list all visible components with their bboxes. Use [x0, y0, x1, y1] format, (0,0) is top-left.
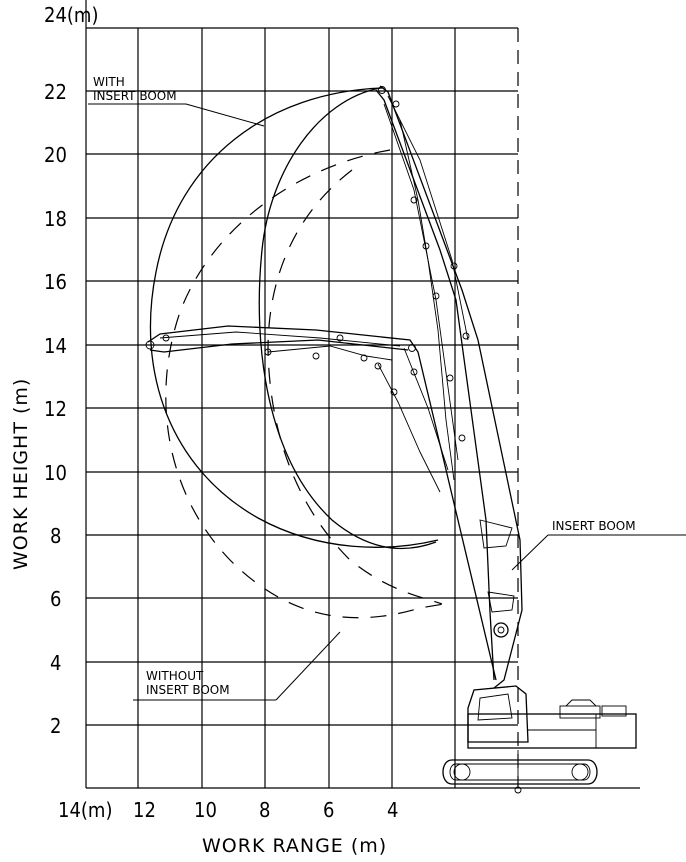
excavator-machine — [442, 685, 637, 794]
x-tick-4: 4 — [387, 798, 398, 822]
without-insert-label-2: INSERT BOOM — [146, 683, 230, 697]
annotation-without-insert-boom: WITHOUT INSERT BOOM — [133, 631, 341, 701]
y-tick-10: 10 — [44, 461, 67, 485]
x-tick-labels: 14(m) 12 10 8 6 4 — [58, 798, 398, 822]
x-tick-8: 8 — [259, 798, 270, 822]
x-tick-10: 10 — [194, 798, 217, 822]
annotation-with-insert-boom: WITH INSERT BOOM — [88, 75, 265, 127]
insert-boom-label: INSERT BOOM — [552, 519, 636, 533]
y-tick-4: 4 — [50, 651, 61, 675]
y-tick-12: 12 — [44, 397, 67, 421]
annotation-insert-boom: INSERT BOOM — [511, 519, 686, 571]
y-tick-14: 14 — [44, 334, 67, 358]
horizontal-boom-drawing — [132, 325, 497, 681]
x-tick-6: 6 — [323, 798, 334, 822]
x-tick-12: 12 — [133, 798, 156, 822]
y-tick-2: 2 — [50, 714, 61, 738]
with-insert-boom-outer-envelope — [149, 87, 439, 548]
without-insert-boom-inner-envelope — [267, 169, 443, 605]
y-tick-20: 20 — [44, 143, 67, 167]
without-insert-boom-outer-envelope — [165, 149, 445, 619]
x-tick-14: 14(m) — [58, 798, 112, 822]
without-insert-label-1: WITHOUT — [146, 669, 204, 683]
y-tick-8: 8 — [50, 524, 61, 548]
with-insert-label-2: INSERT BOOM — [93, 89, 177, 103]
with-insert-boom-inner-envelope — [258, 87, 437, 550]
y-tick-18: 18 — [44, 207, 67, 231]
y-axis-title: WORK HEIGHT (m) — [10, 378, 32, 570]
y-tick-6: 6 — [50, 587, 61, 611]
y-tick-16: 16 — [44, 270, 67, 294]
y-tick-labels: 24(m) 22 20 18 16 14 12 10 8 6 4 2 — [44, 3, 98, 738]
grid — [85, 0, 640, 789]
y-tick-24: 24(m) — [44, 3, 98, 27]
y-tick-22: 22 — [44, 80, 67, 104]
upright-boom-drawing — [375, 85, 523, 689]
x-axis-title: WORK RANGE (m) — [202, 835, 387, 857]
with-insert-label-1: WITH — [93, 75, 125, 89]
